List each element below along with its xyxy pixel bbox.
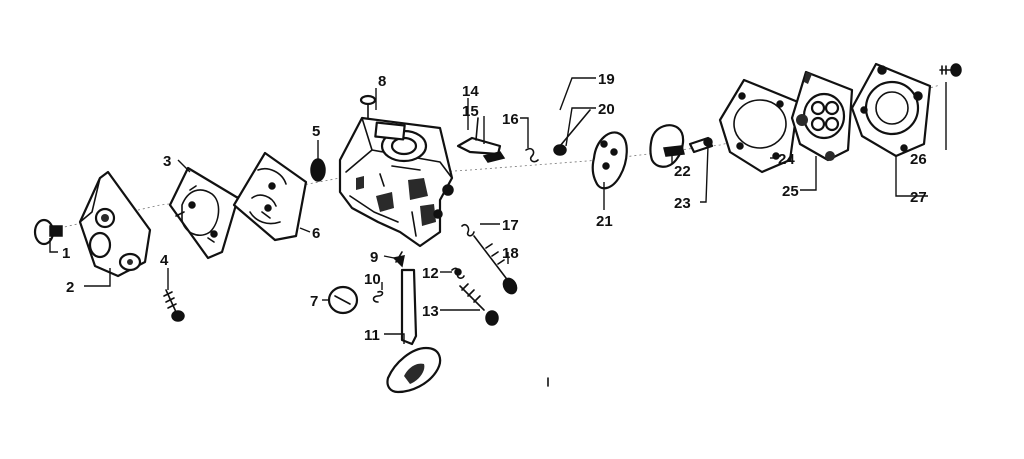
part-20-screw — [553, 144, 567, 156]
callout-4: 4 — [160, 252, 169, 269]
part-6-diaphragm — [232, 151, 308, 242]
part-22-lever — [649, 124, 685, 168]
callout-10: 10 — [364, 271, 381, 288]
carburetor-body — [338, 116, 454, 248]
part-17-spring — [461, 223, 475, 237]
part-7-welch-plug — [327, 285, 359, 315]
callout-14: 14 — [462, 83, 479, 100]
part-10-spring — [372, 290, 384, 303]
callout-6: 6 — [312, 225, 320, 242]
part-12-spring — [451, 267, 465, 279]
part-5-filter-screen — [310, 158, 326, 182]
part-21-plate — [591, 131, 628, 190]
callout-20: 20 — [598, 101, 615, 118]
callout-8: 8 — [378, 73, 386, 90]
part-15-shaft-spring — [482, 151, 506, 163]
callout-9: 9 — [370, 249, 378, 266]
leader-lines — [49, 77, 947, 344]
part-9-inlet-needle — [392, 251, 405, 268]
callout-3: 3 — [163, 153, 171, 170]
part-3-gasket — [168, 166, 240, 260]
part-4-screw — [163, 289, 185, 322]
part-8-screw — [359, 94, 377, 119]
callout-17: 17 — [502, 217, 519, 234]
callout-25: 25 — [782, 183, 799, 200]
callout-19: 19 — [598, 71, 615, 88]
part-18-needle-screw — [473, 235, 518, 295]
part-19-lever — [559, 109, 591, 147]
callout-5: 5 — [312, 123, 320, 140]
part-14-throttle-shaft — [456, 117, 502, 156]
part-27-cover — [850, 62, 932, 158]
callout-16: 16 — [502, 111, 519, 128]
callout-labels: 1 2 3 4 5 6 7 8 9 10 11 12 13 14 15 16 1… — [62, 71, 927, 344]
callout-26: 26 — [910, 151, 927, 168]
callout-27: 27 — [910, 189, 927, 206]
callout-21: 21 — [596, 213, 613, 230]
callout-24: 24 — [778, 151, 795, 168]
callout-18: 18 — [502, 245, 519, 262]
part-13-adjusting-screw — [459, 283, 499, 326]
part-25-diaphragm — [790, 70, 854, 162]
callout-2: 2 — [66, 279, 74, 296]
part-26-screw — [939, 63, 962, 77]
callout-22: 22 — [674, 163, 691, 180]
callout-13: 13 — [422, 303, 439, 320]
callout-12: 12 — [422, 265, 439, 282]
part-1-plug — [33, 218, 63, 246]
callout-15: 15 — [462, 103, 479, 120]
part-16-clip — [525, 147, 539, 163]
part-11-metering-lever — [386, 268, 442, 394]
callout-11: 11 — [364, 327, 380, 344]
callout-23: 23 — [674, 195, 691, 212]
part-2-pump-cover — [78, 170, 152, 278]
part-23-pin — [688, 136, 714, 154]
callout-1: 1 — [62, 245, 70, 262]
callout-7: 7 — [310, 293, 318, 310]
